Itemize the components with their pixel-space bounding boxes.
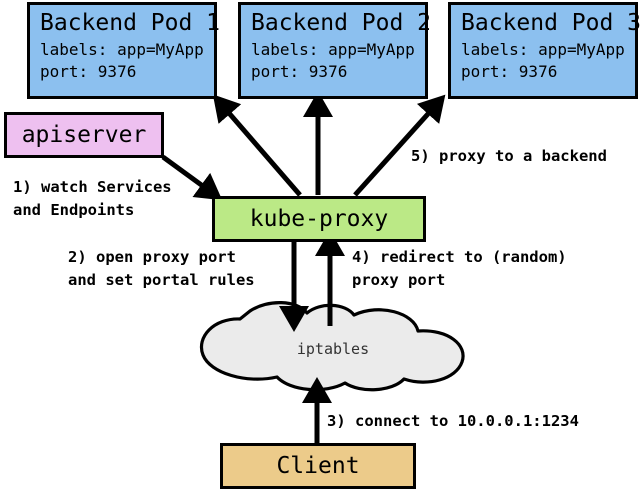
step-1-line-1: 1) watch Services xyxy=(13,178,172,196)
backend-pod-2-title: Backend Pod 2 xyxy=(251,10,432,36)
backend-pod-3-box[interactable]: Backend Pod 3 labels: app=MyApp port: 93… xyxy=(448,2,640,99)
backend-pod-1-box[interactable]: Backend Pod 1 labels: app=MyApp port: 93… xyxy=(27,2,221,99)
step-3-label: 3) connect to 10.0.0.1:1234 xyxy=(327,410,579,433)
iptables-label: iptables xyxy=(296,340,370,358)
arrow-apiserver-to-kubeproxy xyxy=(161,154,223,201)
kube-proxy-label: kube-proxy xyxy=(249,206,389,232)
arrow-kubeproxy-to-pod1 xyxy=(212,94,302,197)
step-2-line-2: and set portal rules xyxy=(68,271,255,289)
backend-pod-1-port: port: 9376 xyxy=(40,62,137,81)
step-2-label: 2) open proxy port and set portal rules xyxy=(68,246,255,292)
apiserver-label: apiserver xyxy=(21,122,147,148)
step-4-label: 4) redirect to (random) proxy port xyxy=(352,246,567,292)
apiserver-box[interactable]: apiserver xyxy=(4,112,164,158)
step-4-line-2: proxy port xyxy=(352,271,446,289)
step-1-label: 1) watch Services and Endpoints xyxy=(13,176,172,222)
step-2-line-1: 2) open proxy port xyxy=(68,248,236,266)
step-5-line-1: 5) proxy to a backend xyxy=(411,147,607,165)
client-box[interactable]: Client xyxy=(220,443,416,489)
arrow-kubeproxy-to-pod3 xyxy=(353,94,446,197)
backend-pod-3-port: port: 9376 xyxy=(461,62,558,81)
client-label: Client xyxy=(276,453,360,479)
backend-pod-1-title: Backend Pod 1 xyxy=(40,10,221,36)
step-1-line-2: and Endpoints xyxy=(13,201,135,219)
backend-pod-1-labels: labels: app=MyApp xyxy=(40,40,204,59)
backend-pod-3-title: Backend Pod 3 xyxy=(461,10,640,36)
iptables-cloud-shape xyxy=(199,301,465,392)
backend-pod-2-port: port: 9376 xyxy=(251,62,348,81)
backend-pod-2-box[interactable]: Backend Pod 2 labels: app=MyApp port: 93… xyxy=(238,2,432,99)
step-5-label: 5) proxy to a backend xyxy=(411,145,607,168)
backend-pod-3-labels: labels: app=MyApp xyxy=(461,40,625,59)
kube-proxy-box[interactable]: kube-proxy xyxy=(212,196,426,242)
step-3-line-1: 3) connect to 10.0.0.1:1234 xyxy=(327,412,579,430)
backend-pod-2-labels: labels: app=MyApp xyxy=(251,40,415,59)
step-4-line-1: 4) redirect to (random) xyxy=(352,248,567,266)
